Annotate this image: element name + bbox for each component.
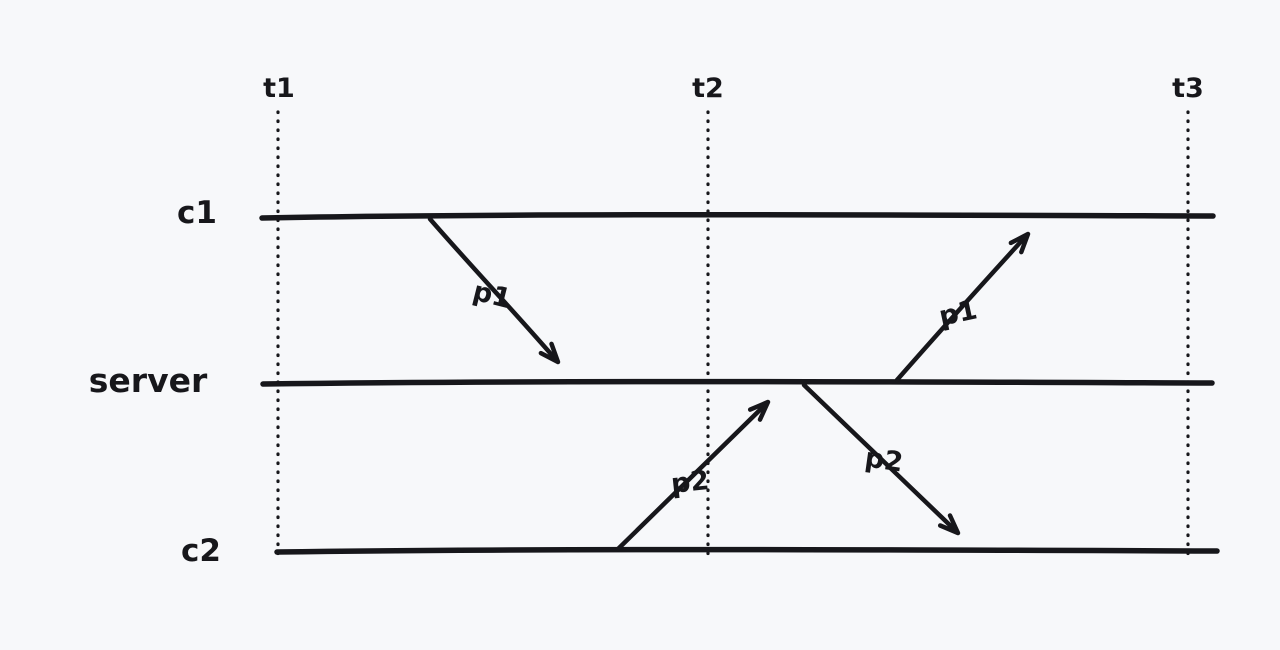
time-label-t3: t3	[1172, 73, 1204, 104]
time-label-t2: t2	[692, 73, 724, 104]
lane-label-c2: c2	[181, 533, 221, 569]
message-arrow-p2-c2-to-server	[615, 400, 770, 552]
arrowhead-icon	[1008, 231, 1031, 255]
c2-lifeline	[274, 546, 1220, 555]
lane-label-c1: c1	[177, 195, 217, 231]
arrowhead-icon	[538, 341, 561, 365]
time-label-t1: t1	[263, 73, 295, 104]
message-arrow-p2-server-to-c2	[801, 382, 960, 535]
diagram-strokes	[259, 110, 1220, 560]
arrowhead-icon	[937, 513, 961, 536]
lane-label-server: server	[89, 361, 208, 400]
arrowhead-icon	[747, 399, 771, 422]
c1-lifeline	[259, 212, 1216, 221]
server-lifeline	[260, 378, 1215, 387]
message-arrow-p1-server-to-c1	[894, 232, 1030, 383]
message-label-p2-up: p2	[669, 465, 710, 500]
message-label-p2-down: p2	[863, 442, 905, 478]
message-arrow-p1-c1-to-server	[427, 216, 560, 364]
